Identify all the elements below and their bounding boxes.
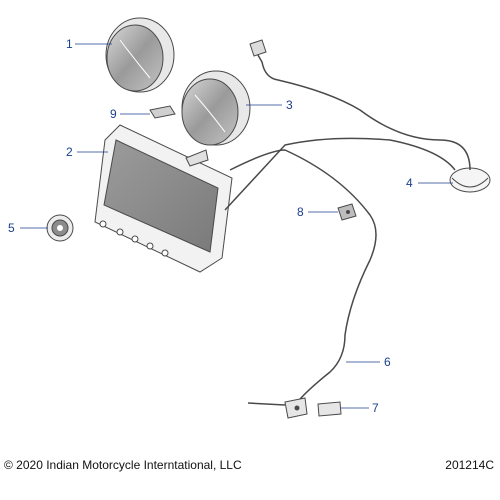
dust-cap [317, 401, 342, 417]
callout-2: 2 [66, 145, 73, 159]
mounting-pad [149, 105, 176, 119]
callout-9: 9 [110, 107, 117, 121]
diagram-code: 201214C [445, 458, 494, 472]
copyright-text: © 2020 Indian Motorcycle Interntational,… [4, 458, 242, 472]
callout-7: 7 [372, 401, 379, 415]
speaker-lower [181, 70, 251, 146]
display-unit [94, 124, 233, 273]
antenna [449, 167, 491, 193]
usb-connector [249, 39, 267, 57]
speaker-upper [105, 17, 175, 93]
callout-5: 5 [8, 221, 15, 235]
callout-1: 1 [66, 37, 73, 51]
callout-3: 3 [286, 98, 293, 112]
cable-harness [224, 49, 471, 406]
wire-connector [337, 203, 357, 221]
callout-6: 6 [384, 355, 391, 369]
callout-4: 4 [406, 176, 413, 190]
callout-8: 8 [297, 205, 304, 219]
control-knob [46, 214, 74, 242]
harness-end-connector [284, 397, 308, 419]
leader-lines [20, 43, 453, 409]
